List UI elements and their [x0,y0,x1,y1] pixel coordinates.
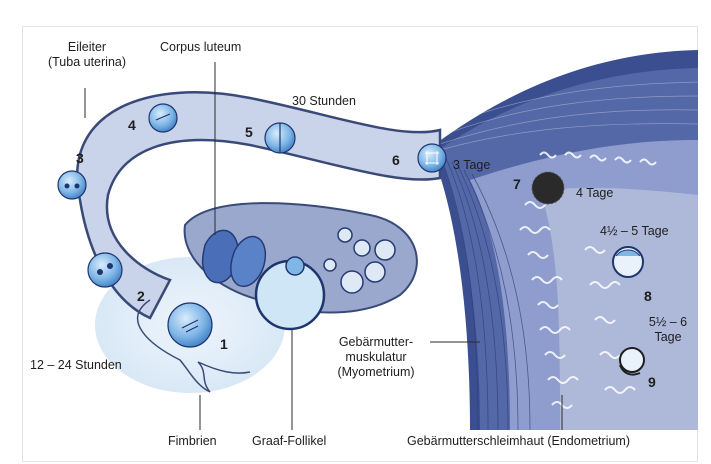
label-graaf-follicle: Graaf-Follikel [252,434,326,449]
label-3-days: 3 Tage [453,158,490,173]
stage-5-cell [265,123,295,153]
label-myometrium: Gebärmutter- muskulatur (Myometrium) [320,335,432,380]
stage-number-2: 2 [137,288,145,304]
label-oviduct: Eileiter (Tuba uterina) [28,40,146,70]
label-4-days: 4 Tage [576,186,613,201]
label-myometrium-line1: Gebärmutter- [320,335,432,350]
stage-4-cell [149,104,177,132]
label-30-hours: 30 Stunden [292,94,356,109]
stage-6-cell [418,144,446,172]
label-myometrium-line2: muskulatur [320,350,432,365]
stage-3-cell [58,171,86,199]
label-oviduct-line2: (Tuba uterina) [28,55,146,70]
label-5-6-days-line1: 5½ – 6 [640,315,696,330]
label-5-6-days-line2: Tage [640,330,696,345]
label-fimbrien: Fimbrien [168,434,217,449]
stage-number-9: 9 [648,374,656,390]
uterus-wall [430,50,698,430]
label-myometrium-line3: (Myometrium) [320,365,432,380]
label-endometrium: Gebärmutterschleimhaut (Endometrium) [407,434,630,449]
stage-number-4: 4 [128,117,136,133]
stage-8-blastocyst [613,247,643,277]
stage-number-8: 8 [644,288,652,304]
stage-number-5: 5 [245,124,253,140]
label-oviduct-line1: Eileiter [28,40,146,55]
stage-2-cell [88,253,122,287]
stage-number-7: 7 [513,176,521,192]
stage-1-cell [168,303,212,347]
label-5-6-days: 5½ – 6 Tage [640,315,696,345]
stage-7-morula [532,172,564,204]
label-12-24-hours: 12 – 24 Stunden [30,358,122,373]
label-4-5-days: 4½ – 5 Tage [600,224,669,239]
stage-number-6: 6 [392,152,400,168]
stage-number-1: 1 [220,336,228,352]
label-corpus-luteum: Corpus luteum [160,40,241,55]
stage-number-3: 3 [76,150,84,166]
